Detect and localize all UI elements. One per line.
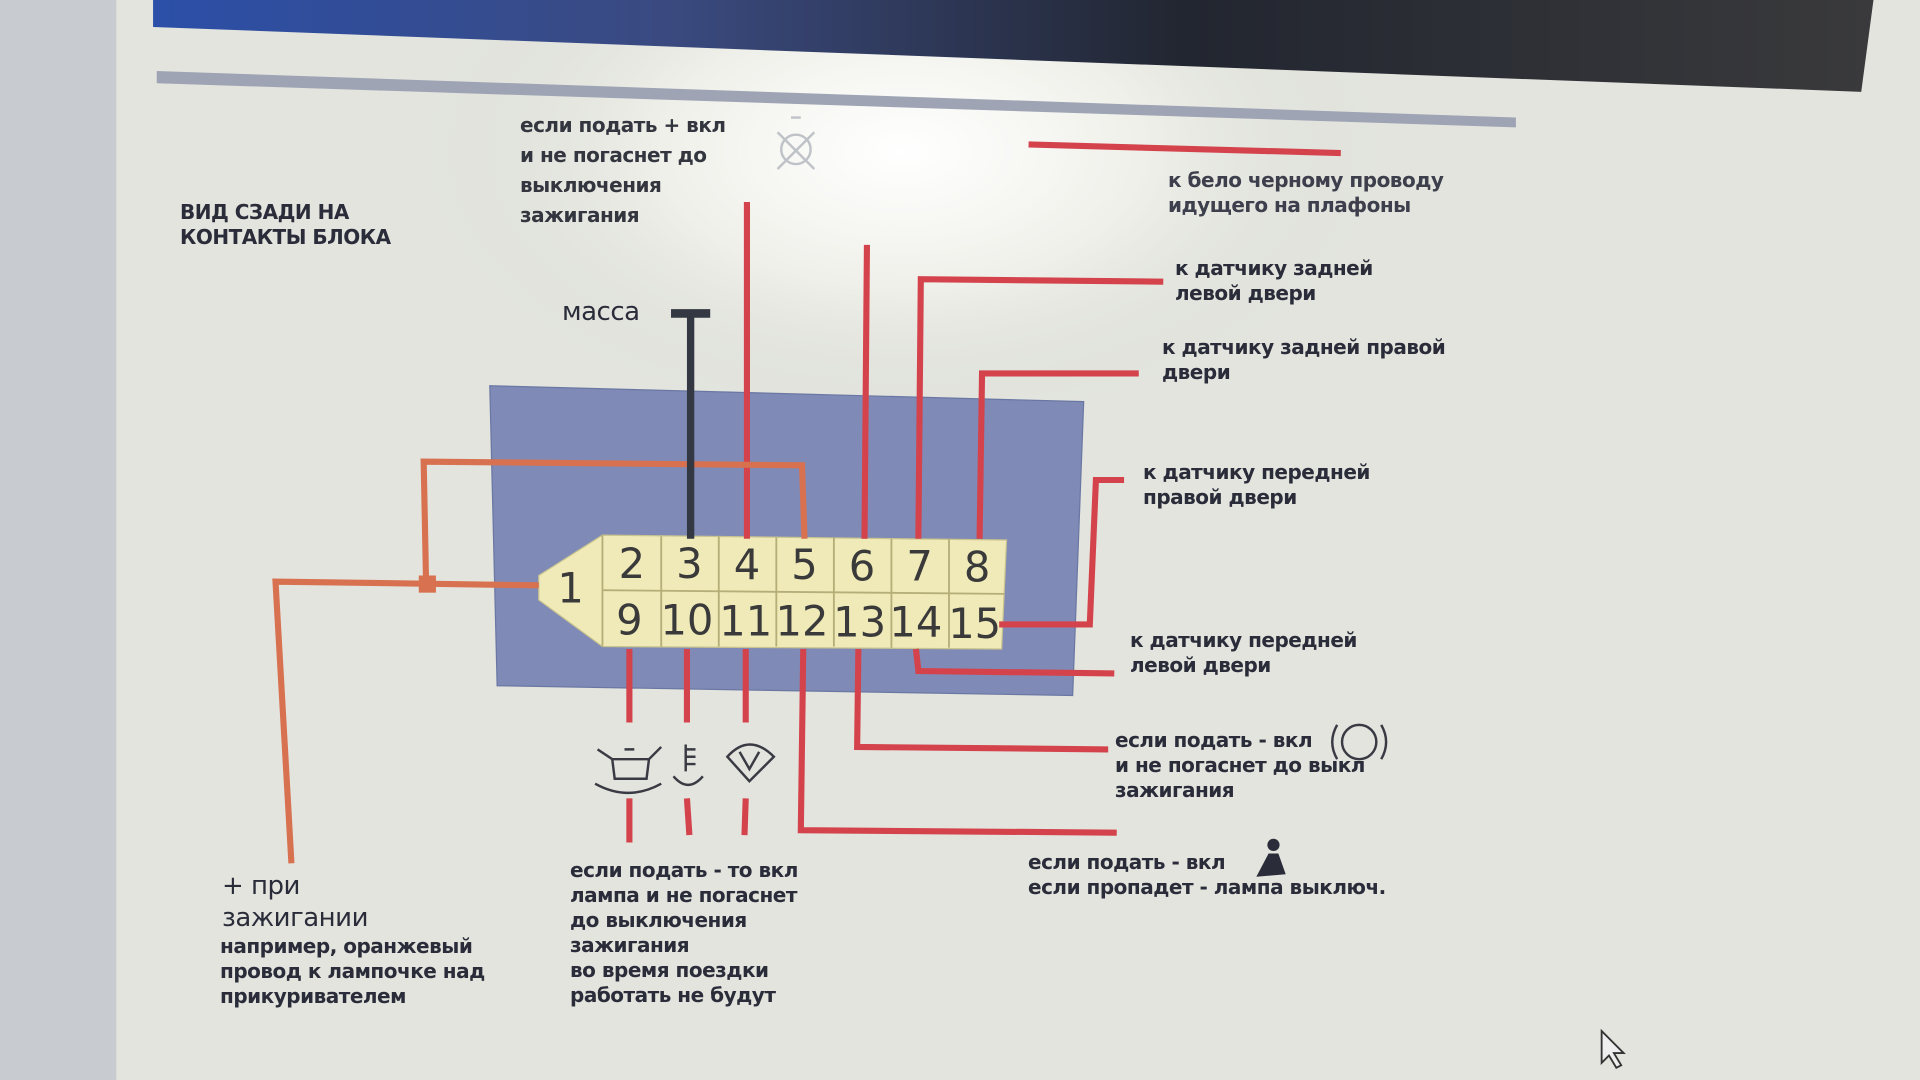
wire-pin6 [861,244,870,539]
wire-pin8 [976,370,1139,539]
seatbelt-icon [1256,838,1286,877]
wire-pin15 [999,476,1125,628]
pin-9: 9 [616,595,642,644]
pin-10: 10 [660,595,713,644]
wire-pin1 [272,578,539,864]
wire-pin14 [912,648,1115,677]
label-pin1-main: + при зажигании [222,871,368,933]
pin-3: 3 [676,539,702,588]
mouse-cursor-icon [1600,1028,1626,1069]
wire-pin13 [854,648,1109,753]
coolant-temp-icon [672,744,704,787]
label-pin13: если подать - вкл и не погаснет до выкл … [1115,728,1365,802]
ground-label: масса [562,297,640,327]
label-pin15: к датчику передней правой двери [1143,460,1370,509]
wire-pin7 [915,276,1164,539]
label-pin1-note: например, оранжевый провод к лампочке на… [220,934,485,1008]
header-image [153,0,1874,92]
washer-icon [725,743,776,784]
label-pin7: к датчику задней левой двери [1175,256,1373,305]
label-pins-9-11: если подать - то вкл лампа и не погаснет… [570,858,798,1007]
left-margin [0,0,117,1080]
label-pin14: к датчику передней левой двери [1130,628,1357,677]
divider-line [156,71,1516,128]
pin-4: 4 [734,540,760,589]
pin-2: 2 [619,539,645,588]
label-pin8: к датчику задней правой двери [1162,335,1446,384]
pin-7: 7 [906,541,932,590]
pin-1: 1 [557,563,583,612]
label-pin4: если подать + вкл и не погаснет до выклю… [520,113,726,227]
pin-12: 12 [776,597,829,646]
pin-14: 14 [889,598,942,647]
diagram-title: ВИД СЗАДИ НА КОНТАКТЫ БЛОКА [180,200,391,249]
wire-pin6-tail [1028,141,1341,157]
wires [626,141,1341,843]
bulb-icon [776,116,816,170]
ground-wire [671,309,711,539]
label-pin6: к бело черному проводу идущего на плафон… [1168,168,1444,217]
oil-can-icon [594,746,663,794]
pin-8: 8 [964,543,990,592]
wire-pin1-pin5 [420,458,808,586]
pin-5: 5 [791,540,817,589]
wire-pin12 [797,648,1117,836]
pin-11: 11 [719,597,772,646]
brake-light-icon [1331,723,1388,761]
label-pin12: если подать - вкл если пропадет - лампа … [1028,850,1386,899]
pin-numbers: 1 2 3 4 5 6 7 8 9 10 11 12 13 14 15 [557,539,1001,648]
pin-13: 13 [833,598,886,647]
pin-6: 6 [849,541,875,590]
connector-grid [601,535,1005,648]
pin-15: 15 [948,599,1001,648]
orange-wires [272,458,808,864]
wire-junction [418,575,436,593]
